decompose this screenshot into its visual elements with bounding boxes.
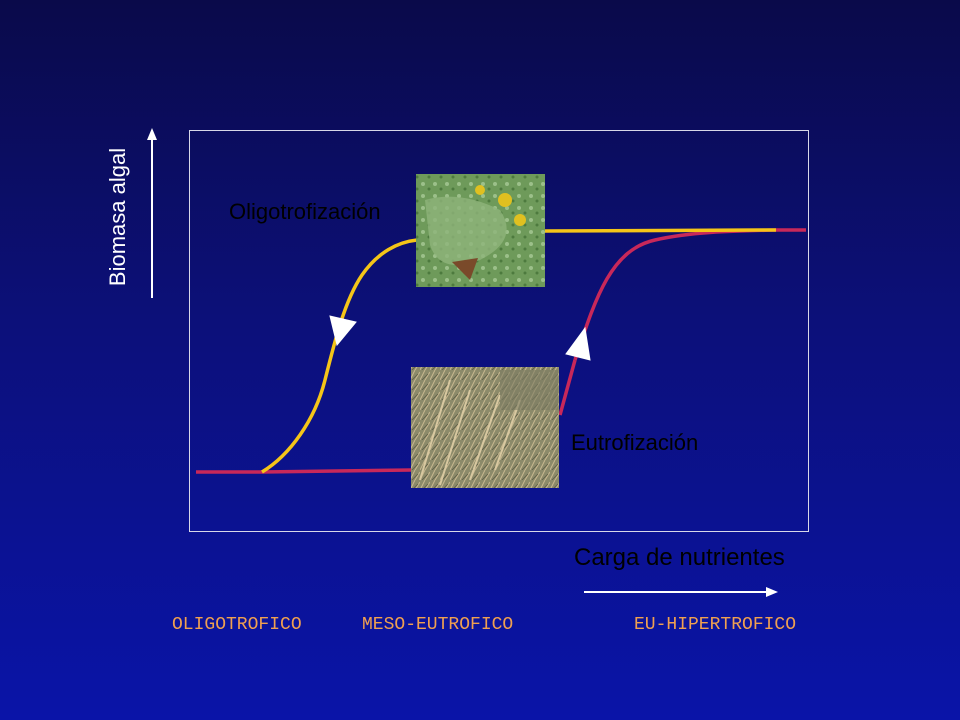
eutrophication-arrowhead xyxy=(565,326,591,361)
floating-plants-photo xyxy=(416,174,545,287)
stage-label-oligotrofico: OLIGOTROFICO xyxy=(172,615,302,635)
y-axis-label: Biomasa algal xyxy=(105,147,130,287)
oligotrophication-arrowhead xyxy=(329,315,357,347)
eutrophication-label: Eutrofización xyxy=(571,430,699,455)
stage-label-meso-eutrofico: MESO-EUTROFICO xyxy=(362,615,514,635)
stage-label-eu-hipertrofico: EU-HIPERTROFICO xyxy=(634,615,797,635)
diagram-frame xyxy=(189,130,809,532)
x-axis-label: Carga de nutrientes xyxy=(574,544,785,571)
x-axis-arrow xyxy=(584,587,778,597)
y-axis-arrow xyxy=(147,128,157,298)
submerged-weeds-photo xyxy=(411,367,559,488)
oligotrophication-label: Oligotrofización xyxy=(229,199,381,224)
